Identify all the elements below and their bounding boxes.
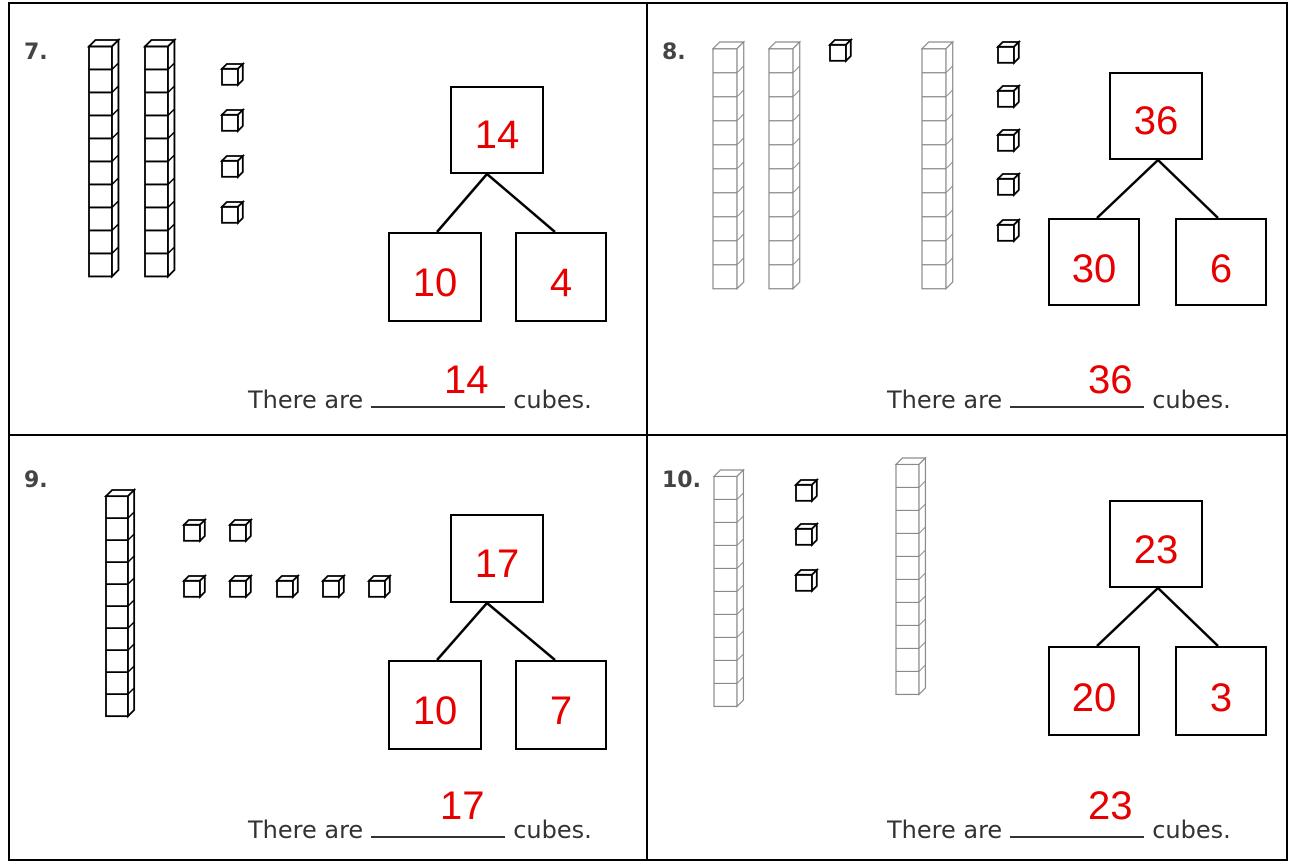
sentence-start: There are bbox=[887, 816, 1002, 844]
ones-value: 7 bbox=[550, 689, 572, 734]
tens-value: 30 bbox=[1072, 247, 1117, 292]
tens-part-box[interactable]: 20 bbox=[1048, 646, 1140, 736]
whole-box[interactable]: 36 bbox=[1109, 72, 1203, 160]
written-answer: 23 bbox=[1088, 784, 1133, 829]
tens-value: 20 bbox=[1072, 676, 1117, 721]
answer-sentence: There are cubes. bbox=[248, 816, 592, 844]
tens-part-box[interactable]: 10 bbox=[388, 660, 482, 750]
written-answer: 36 bbox=[1088, 358, 1133, 403]
ones-part-box[interactable]: 6 bbox=[1175, 218, 1267, 306]
sentence-end: cubes. bbox=[1152, 386, 1231, 414]
whole-box[interactable]: 17 bbox=[450, 514, 544, 603]
ones-value: 6 bbox=[1210, 247, 1232, 292]
answer-sentence: There are cubes. bbox=[887, 816, 1231, 844]
written-answer: 14 bbox=[444, 358, 489, 403]
sentence-end: cubes. bbox=[513, 816, 592, 844]
ones-value: 4 bbox=[550, 261, 572, 306]
sentence-start: There are bbox=[248, 816, 363, 844]
ones-part-box[interactable]: 4 bbox=[515, 232, 607, 322]
ones-value: 3 bbox=[1210, 676, 1232, 721]
tens-part-box[interactable]: 30 bbox=[1048, 218, 1140, 306]
sentence-end: cubes. bbox=[1152, 816, 1231, 844]
tens-value: 10 bbox=[413, 689, 458, 734]
tens-part-box[interactable]: 10 bbox=[388, 232, 482, 322]
written-answer: 17 bbox=[440, 784, 485, 829]
sentence-start: There are bbox=[248, 386, 363, 414]
whole-value: 23 bbox=[1134, 528, 1179, 573]
whole-box[interactable]: 14 bbox=[450, 86, 544, 174]
tens-value: 10 bbox=[413, 261, 458, 306]
answer-sentence: There are cubes. bbox=[248, 386, 592, 414]
whole-value: 36 bbox=[1134, 99, 1179, 144]
sentence-start: There are bbox=[887, 386, 1002, 414]
answer-blank[interactable] bbox=[371, 816, 505, 838]
ones-part-box[interactable]: 3 bbox=[1175, 646, 1267, 736]
answer-sentence: There are cubes. bbox=[887, 386, 1231, 414]
whole-value: 17 bbox=[475, 542, 520, 587]
sentence-end: cubes. bbox=[513, 386, 592, 414]
ones-part-box[interactable]: 7 bbox=[515, 660, 607, 750]
whole-value: 14 bbox=[475, 113, 520, 158]
whole-box[interactable]: 23 bbox=[1109, 500, 1203, 588]
